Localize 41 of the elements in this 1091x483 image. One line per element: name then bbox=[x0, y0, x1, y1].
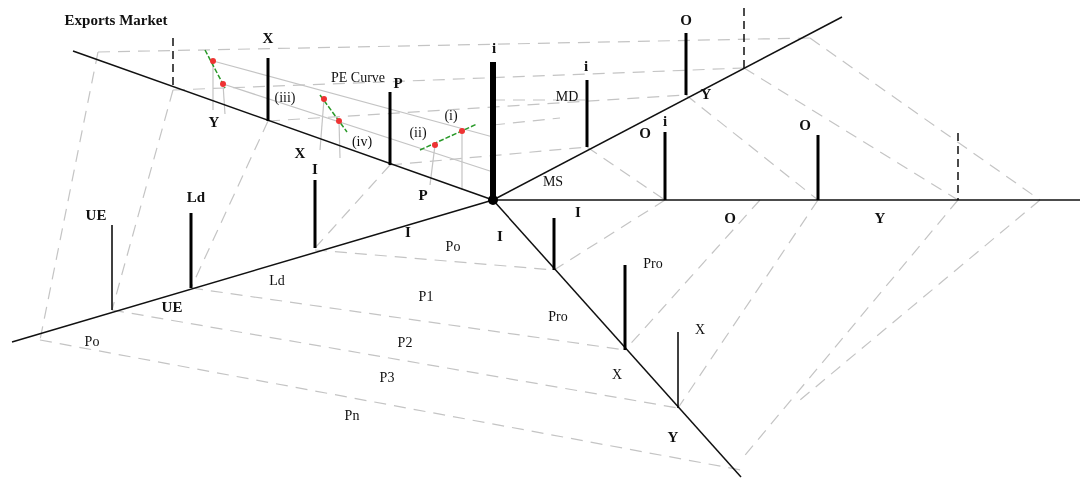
point-label: (ii) bbox=[409, 126, 427, 140]
curve-label: P3 bbox=[379, 371, 395, 385]
curve-label: PE Curve bbox=[330, 71, 386, 85]
axis-label: i bbox=[662, 113, 668, 129]
curve-label: Po bbox=[445, 240, 461, 254]
curve-label: MS bbox=[542, 175, 564, 189]
axis-label: I bbox=[312, 161, 318, 177]
axis-label: Y bbox=[700, 86, 712, 102]
curve-label: Pn bbox=[344, 409, 360, 423]
axis-label: Ld bbox=[186, 189, 206, 205]
axis-label: Y bbox=[667, 429, 679, 445]
market-title: Exports Market bbox=[64, 12, 168, 28]
curve-label: Ld bbox=[269, 274, 285, 288]
axis-label: X bbox=[294, 145, 306, 161]
axis-label: i bbox=[491, 40, 497, 56]
axis-label: O bbox=[639, 125, 651, 141]
curve-label: Pro bbox=[643, 257, 663, 271]
axis-label: I bbox=[405, 224, 411, 240]
axis-label: Y bbox=[208, 114, 220, 130]
axis-label: UE bbox=[161, 299, 183, 315]
axis-label: I bbox=[497, 228, 503, 244]
curve-label: P1 bbox=[418, 290, 434, 304]
axis-label: P bbox=[393, 75, 403, 91]
point-label: (i) bbox=[444, 109, 458, 123]
axis-label: X bbox=[694, 323, 706, 337]
axis-label: X bbox=[611, 368, 623, 382]
curve-label: Pro bbox=[548, 310, 568, 324]
axis-label: O bbox=[680, 12, 692, 28]
axis-label: O bbox=[724, 210, 736, 226]
axis-label: Y bbox=[874, 210, 886, 226]
axis-label: O bbox=[799, 117, 811, 133]
axis-label: X bbox=[262, 30, 274, 46]
curve-label: MD bbox=[555, 90, 579, 104]
axis-label: UE bbox=[85, 207, 107, 223]
point-label: (iv) bbox=[351, 135, 373, 149]
curve-label: Po bbox=[84, 335, 100, 349]
axis-label: I bbox=[575, 204, 581, 220]
axis-label: i bbox=[583, 58, 589, 74]
point-label: (iii) bbox=[274, 91, 296, 105]
axis-label: P bbox=[418, 187, 428, 203]
curve-label: P2 bbox=[397, 336, 413, 350]
